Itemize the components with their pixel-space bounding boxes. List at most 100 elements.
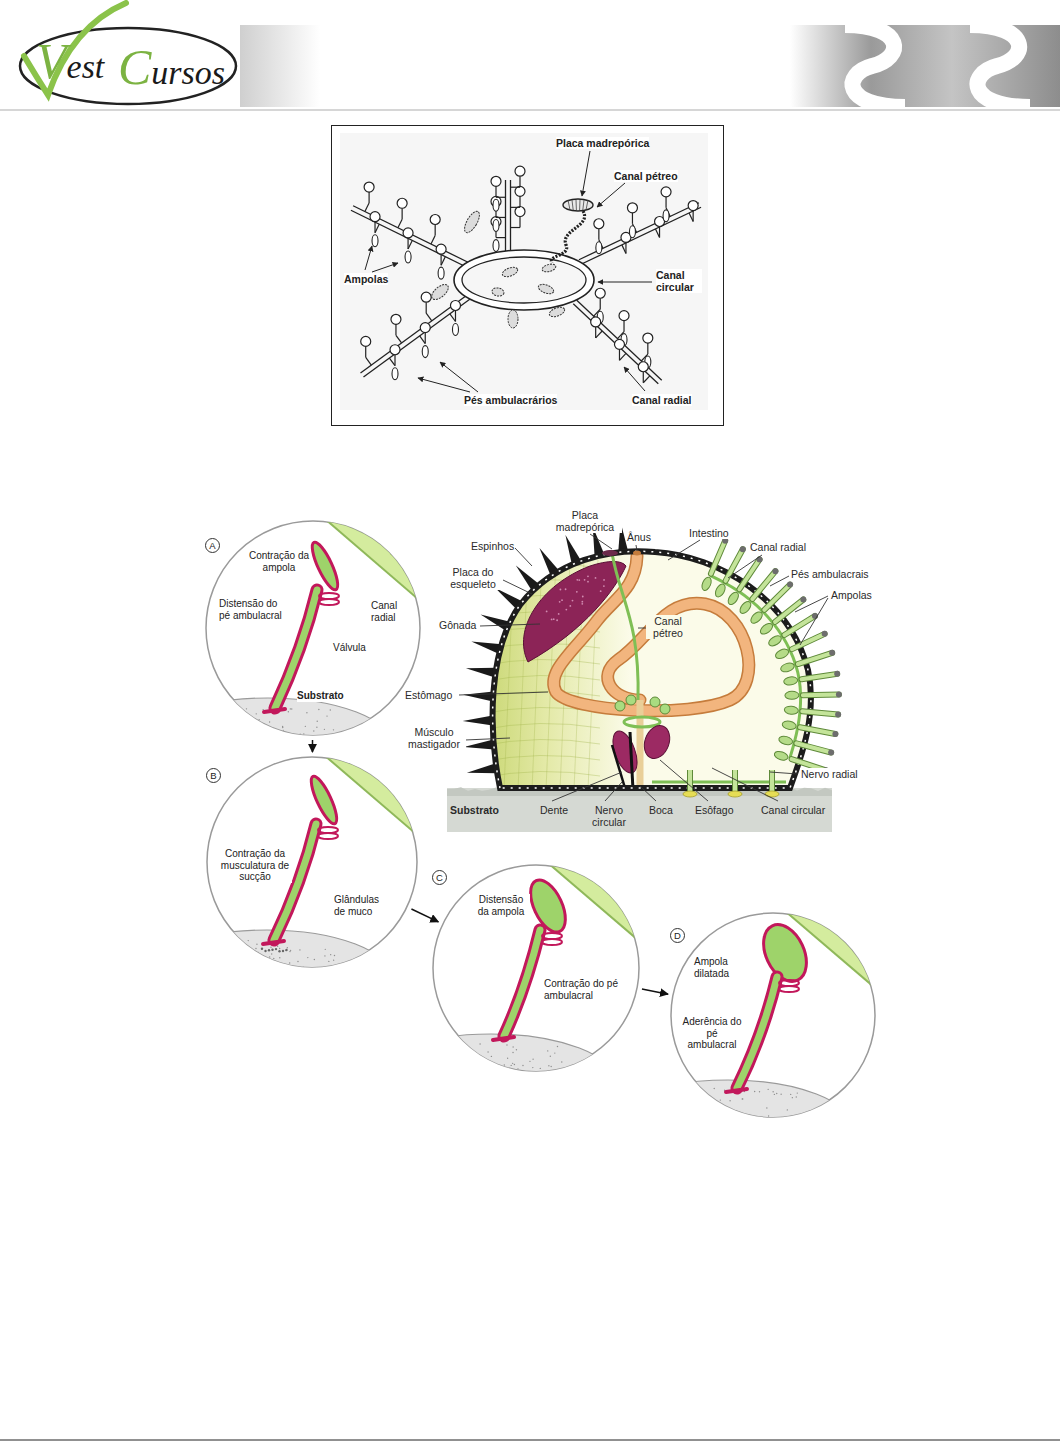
substrate <box>287 964 288 965</box>
radial-canal <box>351 210 469 268</box>
substrate <box>702 1096 703 1097</box>
substrate <box>290 950 291 951</box>
ampulla <box>780 661 796 673</box>
ampulla <box>596 242 602 254</box>
substrate <box>297 961 298 962</box>
substrate <box>242 717 243 718</box>
tube-foot-disc <box>683 791 697 797</box>
tube-foot <box>618 858 648 898</box>
leader-line <box>638 628 646 629</box>
lateral-canal <box>396 335 402 343</box>
spine <box>463 692 493 702</box>
leader-line <box>770 576 789 586</box>
part-label: Substrato <box>449 804 500 816</box>
gonad <box>603 585 605 587</box>
substrate <box>256 713 257 714</box>
lateral-canal <box>689 213 693 222</box>
tube-foot <box>519 217 520 228</box>
substrate <box>522 1065 523 1066</box>
radial-canal <box>577 300 662 380</box>
gonad <box>553 618 555 620</box>
tube-foot <box>737 977 777 1088</box>
part-label: Nervo circular <box>587 804 631 828</box>
tube-foot-disc <box>688 201 698 211</box>
polian-vesicle <box>501 266 519 279</box>
substrate <box>717 1105 718 1106</box>
tube-foot <box>802 711 838 714</box>
part-label: Placa madrepórica <box>556 137 649 149</box>
substrate <box>299 734 300 735</box>
substrate <box>512 1046 513 1047</box>
substrate <box>324 729 325 730</box>
part-label: Canal circular <box>656 269 702 293</box>
substrate <box>516 1049 517 1050</box>
substrate <box>307 957 308 958</box>
part-label: Aderência do pé ambulacral <box>682 1016 742 1051</box>
substrate <box>759 1091 760 1092</box>
tube-foot-disc <box>757 556 763 562</box>
leader-line <box>712 768 778 801</box>
tube-foot <box>726 549 743 581</box>
part-label: Substrato <box>297 690 344 702</box>
step-circle: AContração da ampolaDistensão do pé ambu… <box>205 520 421 736</box>
ampulla <box>663 210 669 222</box>
gonad <box>556 619 558 621</box>
test-plates <box>440 540 630 800</box>
substrate <box>796 1096 797 1097</box>
tube-foot-disc <box>515 166 525 176</box>
lateral-canal <box>655 229 659 238</box>
substrate <box>279 957 280 958</box>
madreporic-plate <box>602 550 618 556</box>
tube-foot <box>665 197 666 208</box>
substrate <box>325 949 326 950</box>
tube-foot-disc <box>594 219 604 229</box>
substrate <box>317 720 318 721</box>
tube-foot <box>623 321 624 332</box>
radial-canal <box>332 746 438 837</box>
tube-foot <box>802 674 838 679</box>
header-swoosh <box>845 25 905 107</box>
radial-canal <box>361 294 469 373</box>
ampulla <box>784 706 799 715</box>
esophagus <box>637 700 644 785</box>
substrate <box>247 718 248 719</box>
substrate <box>695 1104 696 1105</box>
lateral-canal <box>398 219 402 228</box>
radial-canal <box>793 902 896 990</box>
substrate <box>231 941 232 942</box>
tube-foot <box>711 541 725 574</box>
radial-canal <box>556 854 660 943</box>
tube-foot-disc <box>436 244 446 254</box>
madreporic-plate <box>576 200 577 210</box>
substrate <box>244 960 245 961</box>
leader-line <box>590 534 612 549</box>
polian-vesicle <box>429 282 451 303</box>
radial-canal <box>581 207 701 264</box>
lateral-canal <box>511 207 521 208</box>
substrate <box>246 708 247 709</box>
radial-canal <box>556 854 660 943</box>
valve <box>542 939 562 945</box>
tube-foot-disc <box>421 292 431 302</box>
substrate <box>330 709 331 710</box>
substrate <box>742 1098 743 1099</box>
substrate <box>550 1066 551 1067</box>
substrate <box>720 1099 721 1100</box>
ampulla <box>372 235 378 247</box>
substrate <box>443 1060 444 1061</box>
leader-line <box>668 540 700 560</box>
ampulla <box>307 773 342 826</box>
tube-foot-disc <box>450 300 460 310</box>
ring-canal <box>624 717 660 727</box>
suction-disc <box>493 1037 514 1040</box>
madreporic-plate <box>563 199 593 211</box>
polian-vesicle <box>537 283 555 296</box>
substrate <box>233 733 234 734</box>
part-label: Canal radial <box>632 394 692 406</box>
tube-foot <box>618 858 648 898</box>
gonad <box>560 589 562 591</box>
substrate <box>226 956 227 957</box>
madreporic-plate <box>579 200 580 210</box>
part-label: Espinhos <box>470 540 515 552</box>
